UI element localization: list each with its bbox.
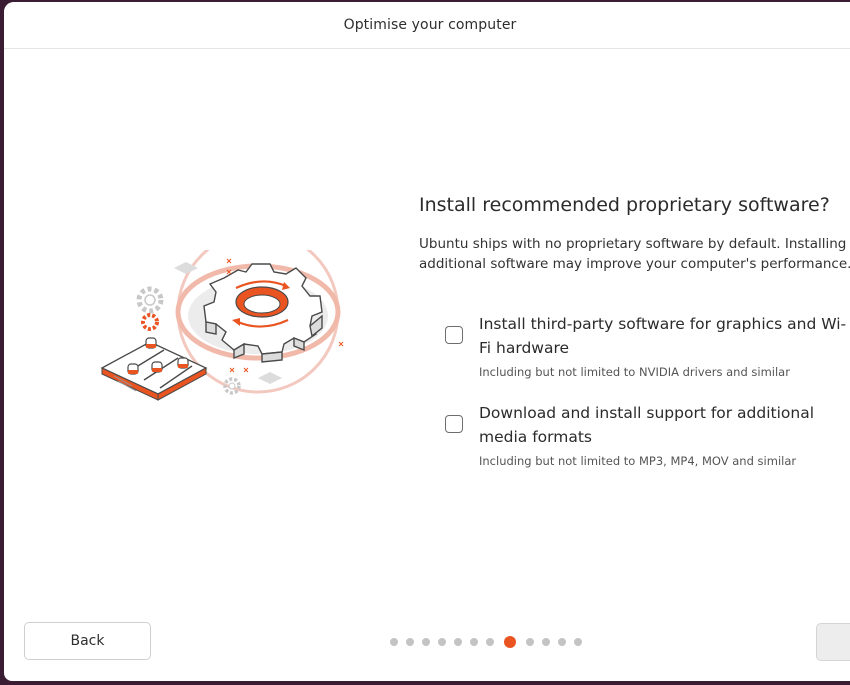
- title-bar: Optimise your computer: [4, 2, 850, 49]
- page-dot: [470, 638, 478, 646]
- page-dot: [406, 638, 414, 646]
- option-sublabel: Including but not limited to MP3, MP4, M…: [479, 454, 797, 468]
- option-sublabel: Including but not limited to NVIDIA driv…: [479, 365, 790, 379]
- option-label[interactable]: Download and install support for additio…: [479, 404, 815, 446]
- option-media-formats[interactable]: Download and install support for additio…: [445, 401, 849, 468]
- page-dot: [558, 638, 566, 646]
- description-line-2: additional software may improve your com…: [419, 256, 850, 272]
- description-line-1: Ubuntu ships with no proprietary softwar…: [419, 236, 847, 252]
- option-text: Install third-party software for graphic…: [479, 312, 849, 379]
- page-description: Ubuntu ships with no proprietary softwar…: [419, 234, 850, 274]
- page-heading: Install recommended proprietary software…: [419, 194, 830, 216]
- page-dot-active: [504, 636, 516, 648]
- page-dot: [542, 638, 550, 646]
- window-title: Optimise your computer: [343, 17, 517, 33]
- option-text: Download and install support for additio…: [479, 401, 849, 468]
- page-dot: [574, 638, 582, 646]
- third-party-software-checkbox[interactable]: [445, 326, 463, 344]
- media-formats-checkbox[interactable]: [445, 415, 463, 433]
- page-dot: [422, 638, 430, 646]
- installer-window: Optimise your computer: [4, 2, 850, 681]
- gear-settings-illustration: [94, 230, 354, 420]
- main-content: Install recommended proprietary software…: [419, 194, 850, 490]
- back-button[interactable]: Back: [24, 622, 151, 660]
- option-label[interactable]: Install third-party software for graphic…: [479, 315, 847, 357]
- page-indicator: [390, 635, 590, 649]
- page-dot: [438, 638, 446, 646]
- page-dot: [486, 638, 494, 646]
- footer: Back: [4, 621, 850, 665]
- page-dot: [454, 638, 462, 646]
- option-third-party-software[interactable]: Install third-party software for graphic…: [445, 312, 849, 379]
- page-dot: [526, 638, 534, 646]
- page-dot: [390, 638, 398, 646]
- next-button[interactable]: [816, 623, 850, 661]
